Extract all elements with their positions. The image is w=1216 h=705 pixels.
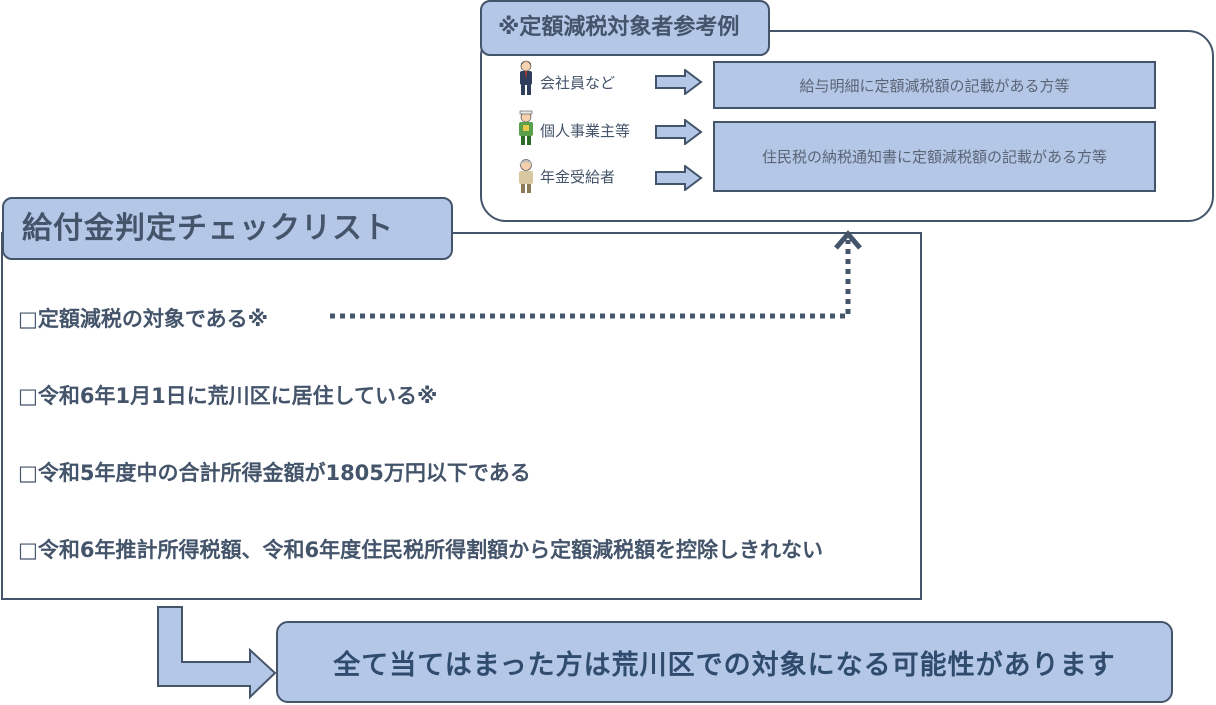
pensioner-icon [519, 159, 533, 193]
reference-label-business-owner: 個人事業主等 [540, 122, 631, 140]
result-message: 全て当てはまった方は荒川区での対象になる可能性があります [276, 621, 1173, 703]
checklist-item: □令和5年度中の合計所得金額が1805万円以下である [18, 461, 531, 485]
reference-label-office-worker: 会社員など [540, 74, 616, 92]
reference-title: ※定額減税対象者参考例 [480, 0, 770, 56]
dotted-connector-arrow [330, 230, 862, 319]
arrow-right-icon [655, 165, 703, 191]
checklist-item: □定額減税の対象である※ [18, 307, 269, 331]
bent-arrow-icon [157, 606, 277, 700]
arrow-right-icon [655, 69, 703, 95]
business-owner-icon [519, 110, 533, 145]
office-worker-icon [520, 60, 532, 95]
checklist-panel [1, 232, 922, 600]
arrow-right-icon [655, 119, 703, 145]
checklist-item: □令和6年1月1日に荒川区に居住している※ [18, 384, 438, 408]
checklist-title: 給付金判定チェックリスト [2, 197, 453, 260]
reference-box-resident-tax: 住民税の納税通知書に定額減税額の記載がある方等 [713, 121, 1156, 192]
checklist-item: □令和6年推計所得税額、令和6年度住民税所得割額から定額減税額を控除しきれない [18, 538, 824, 562]
reference-label-pensioner: 年金受給者 [540, 168, 616, 186]
reference-box-salary: 給与明細に定額減税額の記載がある方等 [713, 61, 1156, 109]
